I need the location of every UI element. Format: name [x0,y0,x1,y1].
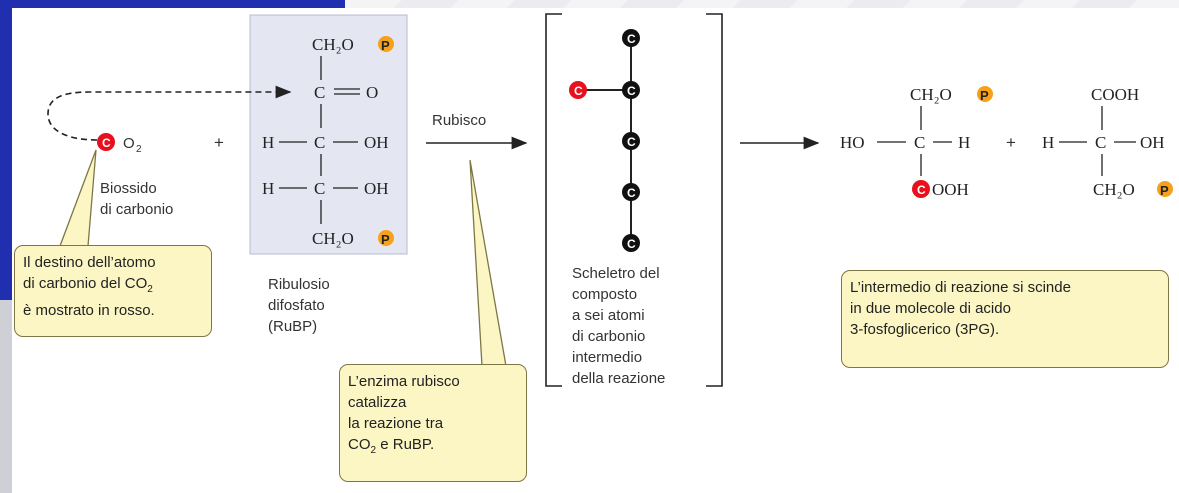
skeleton-red-carbon-letter: C [574,84,583,98]
skeleton-carbon-atom [622,81,640,99]
pga1-top: CH₂O [910,85,952,104]
pga2-bottom: CH₂O [1093,180,1135,199]
left-bracket [545,13,562,387]
destino-callout-pointer [59,149,97,247]
skeleton-carbon-letter: C [627,135,636,149]
dashed-arrow [47,85,292,141]
pga2-left: H [1042,133,1054,152]
callout-text: e RuBP. [376,436,435,453]
skeleton-carbon-atom [622,132,640,150]
co2-o: O [123,135,135,152]
pga2-right: OH [1140,133,1165,152]
callout-line: di carbonio del CO2 [23,273,203,300]
phosphate-icon [977,86,993,102]
caption-line: Biossido [100,180,157,197]
plus-sign-1: + [214,133,224,152]
caption-line: della reazione [572,370,666,387]
caption-line: Scheletro del [572,265,660,282]
intermedio-callout: L’intermedio di reazione si scinde in du… [841,270,1169,368]
skeleton-carbon-atom [622,29,640,47]
pga2-c: C [1095,133,1106,152]
rubp-top-p: P [381,38,390,53]
skeleton-red-carbon-atom [569,81,587,99]
pga2-p: P [1160,183,1169,198]
co2-carbon-atom [97,133,115,151]
rubp-bottom-p: P [381,232,390,247]
callout-text: di carbonio del CO [23,275,148,292]
callout-line: CO2 e RuBP. [348,434,518,461]
skeleton-carbon-letter: C [627,186,636,200]
plus-sign-2: + [1006,133,1016,152]
skeleton-carbon-letter: C [627,32,636,46]
rubp-row1-c: C [314,133,325,152]
skeleton-atoms: C C C C C C [569,29,640,252]
callout-line: L’enzima rubisco [348,373,460,390]
pga2-top: COOH [1091,85,1139,104]
pga1-red-carbon-atom [912,180,930,198]
rubp-row2-c: C [314,179,325,198]
callout-line: 3-fosfoglicerico (3PG). [850,321,1000,338]
pga1-bottom: OOH [932,180,969,199]
rubp-carbonyl-o: O [366,83,378,102]
rubp-box [249,14,408,255]
ribulosio-caption: Ribulosio difosfato (RuBP) [268,274,330,337]
enzima-callout: L’enzima rubisco catalizza la reazione t… [339,364,527,482]
skeleton-carbon-letter: C [627,237,636,251]
scheletro-caption: Scheletro del composto a sei atomi di ca… [572,263,665,389]
caption-line: Ribulosio [268,276,330,293]
skeleton-carbon-atom [622,183,640,201]
pga1-left: HO [840,133,865,152]
co2-sub: 2 [136,144,142,155]
rubp-carbonyl-c: C [314,83,325,102]
right-bracket [706,13,723,387]
rubp-top-ch2o: CH₂O [312,35,354,54]
rubisco-label: Rubisco [432,112,486,129]
caption-line: (RuBP) [268,318,318,335]
phosphate-icon [378,230,394,246]
callout-line: Il destino dell’atomo [23,254,156,271]
rubp-row2-h: H [262,179,274,198]
biossido-caption: Biossido di carbonio [100,178,173,220]
caption-line: intermedio [572,349,643,366]
co2-carbon-letter: C [102,136,111,150]
pga1-p: P [980,88,989,103]
callout-sub: 2 [370,445,377,456]
caption-line: di carbonio [572,328,646,345]
rubp-bottom-ch2o: CH₂O [312,229,354,248]
rubp-row1-oh: OH [364,133,389,152]
callout-sub: 2 [147,284,153,295]
enzima-callout-pointer [469,159,507,367]
caption-line: composto [572,286,638,303]
skeleton-carbon-letter: C [627,84,636,98]
phosphate-icon [378,36,394,52]
callout-line: è mostrato in rosso. [23,302,155,319]
destino-callout: Il destino dell’atomo di carbonio del CO… [14,245,212,337]
slide-background-blue-left [0,0,12,300]
caption-line: difosfato [268,297,325,314]
pga1-c: C [914,133,925,152]
phosphate-icon [1157,181,1173,197]
caption-line: a sei atomi [572,307,645,324]
slide-background-grey-left [0,300,12,493]
slide-background-blue [0,0,345,10]
pga1-red-carbon-letter: C [917,183,926,197]
callout-line: catalizza [348,394,407,411]
callout-line: la reazione tra [348,415,444,432]
rubp-row1-h: H [262,133,274,152]
pga1-right: H [958,133,970,152]
skeleton-carbon-atom [622,234,640,252]
rubp-row2-oh: OH [364,179,389,198]
callout-line: L’intermedio di reazione si scinde [850,279,1071,296]
callout-text: CO [348,436,371,453]
caption-line: di carbonio [100,201,174,218]
callout-line: in due molecole di acido [850,300,1011,317]
